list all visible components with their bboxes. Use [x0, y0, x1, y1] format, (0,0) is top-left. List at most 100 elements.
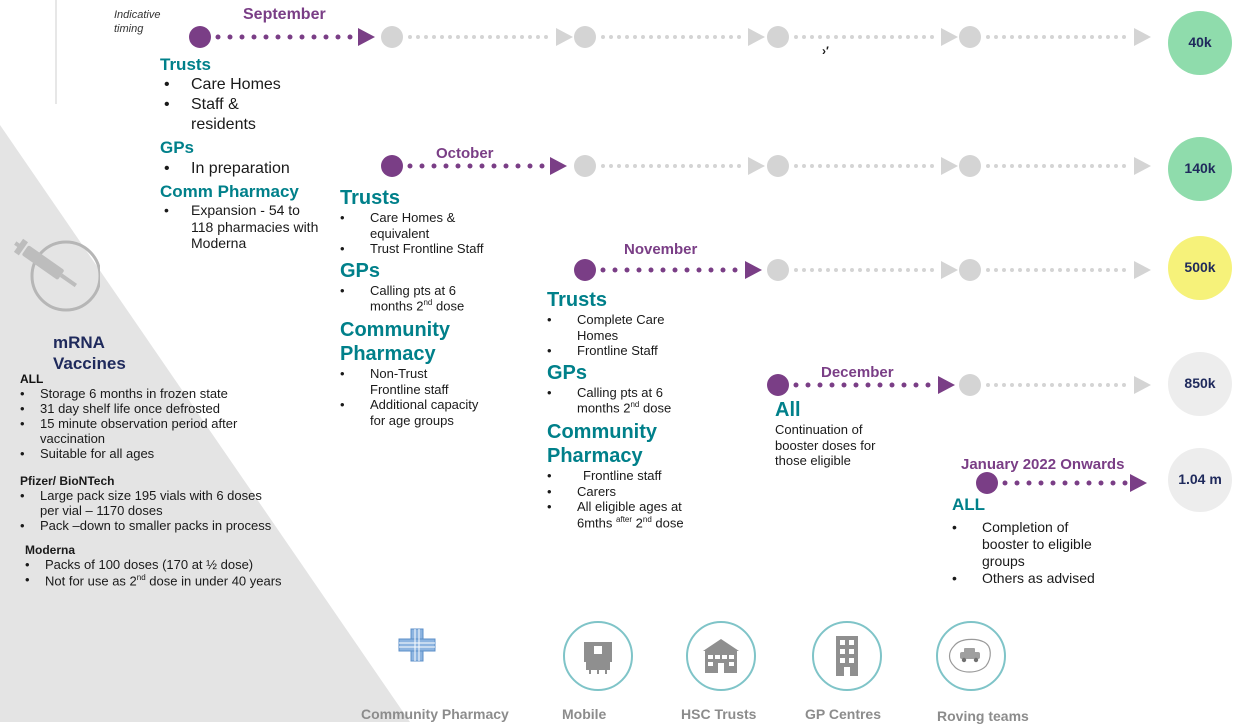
syringe-icon [8, 232, 102, 321]
timeline-dot [866, 164, 870, 168]
arrowhead [1134, 28, 1151, 46]
map-car-icon [936, 621, 1006, 691]
timeline-dot [732, 267, 738, 273]
timeline-dot [986, 268, 990, 272]
label-hsc-trusts: HSC Trusts [681, 706, 757, 722]
timeline-dot [323, 34, 329, 40]
timeline-node [767, 259, 789, 281]
timeline-dot [1014, 480, 1020, 486]
timeline-node [767, 26, 789, 48]
timeline-dot [536, 35, 540, 39]
timeline-dot [1122, 35, 1126, 39]
timeline-dot [1066, 164, 1070, 168]
timeline-dot [472, 35, 476, 39]
timeline-dot [1110, 480, 1116, 486]
stray-glyph: ›′ [822, 44, 829, 58]
timeline-dot [1090, 268, 1094, 272]
sep-pharmacy-item: Expansion - 54 to 118 pharmacies with Mo… [164, 202, 321, 252]
timeline-dot [612, 267, 618, 273]
timeline-dot [479, 163, 485, 169]
timeline-dot [810, 35, 814, 39]
label-roving-teams: Roving teams [937, 708, 1029, 724]
timeline-dot [263, 34, 269, 40]
timeline-dot [874, 268, 878, 272]
timeline-dot [826, 164, 830, 168]
timeline-dot [491, 163, 497, 169]
timeline-dot [287, 34, 293, 40]
timeline-dot [713, 164, 717, 168]
timeline-dot [1002, 268, 1006, 272]
timeline-dot [697, 35, 701, 39]
timeline-dot [802, 35, 806, 39]
timeline-dot [689, 164, 693, 168]
timeline-node [959, 259, 981, 281]
september-column: Trusts Care Homes Staff & residents GPs … [160, 54, 318, 252]
timeline-dot [842, 164, 846, 168]
timeline-dot [665, 35, 669, 39]
timeline-dot [913, 382, 919, 388]
arrowhead [1134, 261, 1151, 279]
timeline-dot [874, 164, 878, 168]
timeline-dot [858, 164, 862, 168]
timeline-node [959, 26, 981, 48]
timeline-dot [1074, 383, 1078, 387]
timeline-dot [882, 268, 886, 272]
timeline-dot [737, 164, 741, 168]
timeline-dot [416, 35, 420, 39]
dec-all-heading: All [775, 399, 801, 421]
timeline-node [959, 374, 981, 396]
timeline-dot [1122, 383, 1126, 387]
timeline-dot [842, 268, 846, 272]
oct-gps-heading: GPs [340, 259, 381, 282]
timeline-node [767, 155, 789, 177]
timeline-node [959, 155, 981, 177]
timeline-dot [681, 35, 685, 39]
oct-pharmacy-item: Non-Trust Frontline staff [340, 366, 480, 397]
timeline-dot [842, 35, 846, 39]
timeline-dot [648, 267, 654, 273]
timeline-dot [448, 35, 452, 39]
timeline-dot [464, 35, 468, 39]
timeline-dot [850, 164, 854, 168]
timeline-dot [930, 164, 934, 168]
timeline-start-node [976, 472, 998, 494]
timeline-dot [1074, 164, 1078, 168]
timeline-dot [251, 34, 257, 40]
timeline-dot [1038, 480, 1044, 486]
december-column: All Continuation of booster doses for th… [775, 398, 915, 469]
timeline-dot [1034, 383, 1038, 387]
timeline-dot [1026, 268, 1030, 272]
timeline-dot [1122, 164, 1126, 168]
timeline-dot [708, 267, 714, 273]
mrna-info: ALL Storage 6 months in frozen state 31 … [20, 372, 300, 589]
timeline-dot [858, 35, 862, 39]
timeline-dot [1098, 383, 1102, 387]
timeline-dot [1098, 268, 1102, 272]
mrna-title: mRNA Vaccines [53, 333, 126, 374]
timeline-dot [922, 268, 926, 272]
mrna-all-item: 15 minute observation period after vacci… [20, 416, 280, 447]
timeline-dot [1098, 164, 1102, 168]
timeline-dot [660, 267, 666, 273]
month-november: November [624, 241, 698, 258]
mrna-all-item: Storage 6 months in frozen state [20, 386, 300, 402]
timeline-dot [641, 35, 645, 39]
timeline-dot [1114, 268, 1118, 272]
timeline-dot [1002, 480, 1008, 486]
timeline-dot [1058, 268, 1062, 272]
sep-trusts-heading: Trusts [160, 55, 212, 74]
timeline-dot [986, 164, 990, 168]
arrowhead [938, 376, 955, 394]
arrowhead [550, 157, 567, 175]
timeline-dot [841, 382, 847, 388]
timeline-dot [601, 164, 605, 168]
timeline-dot [826, 268, 830, 272]
timeline-dot [515, 163, 521, 169]
timeline-dot [890, 268, 894, 272]
timeline-dot [1082, 268, 1086, 272]
mobile-icon [563, 621, 633, 691]
timeline-dot [729, 164, 733, 168]
arrowhead [358, 28, 375, 46]
nov-trusts-item: Complete Care Homes [547, 312, 687, 343]
timeline-dot [1106, 268, 1110, 272]
